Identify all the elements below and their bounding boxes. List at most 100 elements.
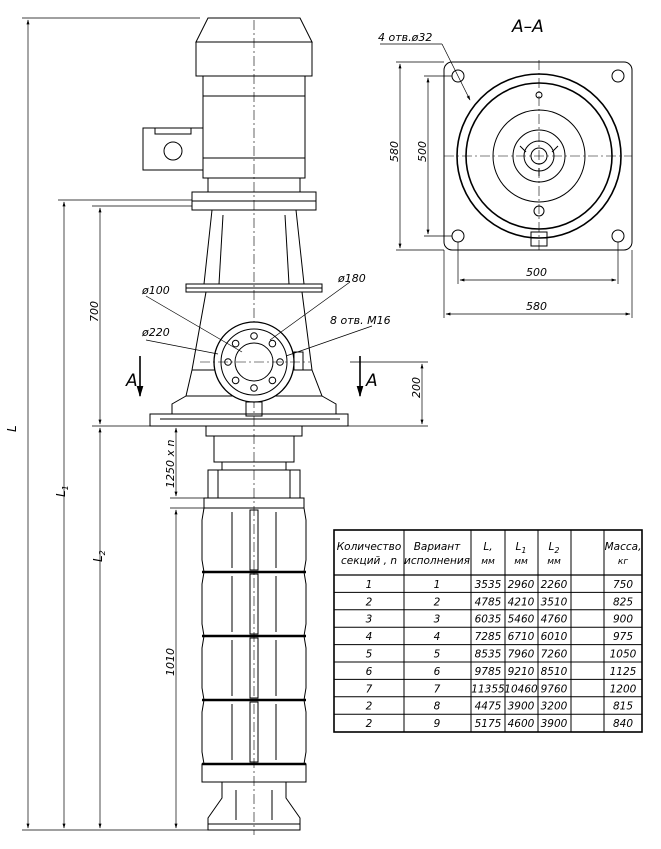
- table-cell: 1125: [610, 666, 637, 678]
- col-header-l-l1: L,: [483, 541, 492, 553]
- table-cell: 11355: [471, 683, 505, 695]
- cut-label-left: A: [125, 371, 138, 391]
- cut-label-right: A: [365, 371, 378, 391]
- col-header-variant-l1: Вариант: [414, 541, 461, 553]
- table-cell: 815: [613, 701, 633, 713]
- table-cell: 6: [366, 666, 373, 678]
- table-cell: 2260: [541, 579, 568, 591]
- pump-stages: [201, 507, 307, 783]
- label-length-l1: L1: [54, 485, 70, 497]
- table-cell: 2: [366, 718, 373, 730]
- table-cell: 4210: [508, 596, 535, 608]
- table-cell: 4: [434, 631, 441, 643]
- table-cell: 2: [434, 596, 441, 608]
- table-cell: 2: [366, 701, 373, 713]
- table-cell: 4600: [508, 718, 535, 730]
- col-header-sections-l2: секций , n: [341, 555, 397, 567]
- l2-sub: 2: [98, 550, 107, 555]
- table-cell: 7260: [541, 649, 568, 661]
- label-d180: ø180: [337, 272, 366, 285]
- spec-table: Количество секций , n Вариант исполнения L…: [333, 529, 643, 733]
- pump-elevation: [22, 17, 428, 835]
- dim-700: 700: [88, 301, 101, 322]
- col-header-sections: Количество секций , n: [337, 541, 402, 567]
- col-header-mass-l1: Масса,: [605, 541, 642, 553]
- section-title: A–A: [511, 17, 544, 37]
- table-cell: 3900: [508, 701, 535, 713]
- table-cell: 7: [366, 683, 373, 695]
- col-header-l: L, мм: [481, 541, 495, 567]
- table-cell: 1200: [610, 683, 637, 695]
- table-cell: 1: [434, 579, 441, 591]
- table-cell: 6035: [475, 614, 502, 626]
- dim-500-vertical: 500: [416, 141, 429, 162]
- col-header-sections-l1: Количество: [337, 541, 402, 553]
- col-header-l1-main: L: [516, 541, 522, 553]
- table-cell: 3510: [541, 596, 568, 608]
- table-cell: 9760: [541, 683, 568, 695]
- label-length-l2: L2: [91, 550, 107, 562]
- col-header-l2-unit: мм: [547, 557, 561, 567]
- table-cell: 8535: [475, 649, 502, 661]
- table-cell: 3200: [541, 701, 568, 713]
- l1-main: L: [54, 490, 68, 497]
- label-holes: 4 отв.ø32: [378, 31, 432, 44]
- dim-580-horizontal: 580: [526, 300, 547, 313]
- table-cell: 900: [613, 614, 633, 626]
- l2-main: L: [91, 555, 105, 562]
- table-cell: 3535: [475, 579, 502, 591]
- table-cell: 4760: [541, 614, 568, 626]
- table-cell: 4785: [475, 596, 502, 608]
- table-cell: 2960: [508, 579, 535, 591]
- table-cell: 6010: [541, 631, 568, 643]
- table-cell: 4: [366, 631, 373, 643]
- table-cell: 9210: [508, 666, 535, 678]
- col-header-l1: L1 мм: [514, 541, 528, 567]
- col-header-l1-unit: мм: [514, 557, 528, 567]
- table-cell: 7285: [475, 631, 502, 643]
- dim-200: 200: [410, 377, 423, 398]
- table-cell: 2: [366, 596, 373, 608]
- label-overall-length: L: [5, 425, 19, 432]
- dim-1010: 1010: [164, 648, 177, 676]
- col-header-l2-main: L: [549, 541, 555, 553]
- table-cell: 9: [434, 718, 441, 730]
- table-cell: 6: [434, 666, 441, 678]
- table-cell: 10460: [504, 683, 538, 695]
- col-header-mass: Масса, кг: [605, 541, 642, 567]
- table-cell: 5: [366, 649, 373, 661]
- table-cell: 7: [434, 683, 441, 695]
- table-cell: 3: [434, 614, 441, 626]
- table-cell: 4475: [475, 701, 502, 713]
- section-view: [380, 43, 633, 318]
- table-cell: 1: [366, 579, 373, 591]
- table-cell: 5: [434, 649, 441, 661]
- table-cell: 840: [613, 718, 633, 730]
- col-header-variant: Вариант исполнения: [404, 541, 470, 567]
- table-cell: 6710: [508, 631, 535, 643]
- col-header-l-l2: мм: [481, 557, 495, 567]
- label-m16-holes: 8 отв. М16: [330, 314, 391, 327]
- table-cell: 5175: [475, 718, 502, 730]
- col-header-l2-sub: 2: [554, 546, 559, 555]
- table-cell: 8510: [541, 666, 568, 678]
- dim-1250n: 1250 х n: [164, 440, 177, 488]
- col-header-mass-l2: кг: [618, 557, 628, 567]
- col-header-l1-sub: 1: [521, 546, 526, 555]
- table-cell: 9785: [475, 666, 502, 678]
- dim-500-horizontal: 500: [526, 266, 547, 279]
- label-d100: ø100: [141, 284, 170, 297]
- table-cell: 750: [613, 579, 633, 591]
- table-cell: 3900: [541, 718, 568, 730]
- table-cell: 7960: [508, 649, 535, 661]
- table-cell: 1050: [610, 649, 637, 661]
- table-cell: 5460: [508, 614, 535, 626]
- table-cell: 825: [613, 596, 633, 608]
- label-d220: ø220: [141, 326, 170, 339]
- table-cell: 8: [434, 701, 441, 713]
- col-header-l2: L2 мм: [547, 541, 561, 567]
- l1-sub: 1: [61, 485, 70, 490]
- col-header-variant-l2: исполнения: [404, 555, 470, 567]
- table-cell: 3: [366, 614, 373, 626]
